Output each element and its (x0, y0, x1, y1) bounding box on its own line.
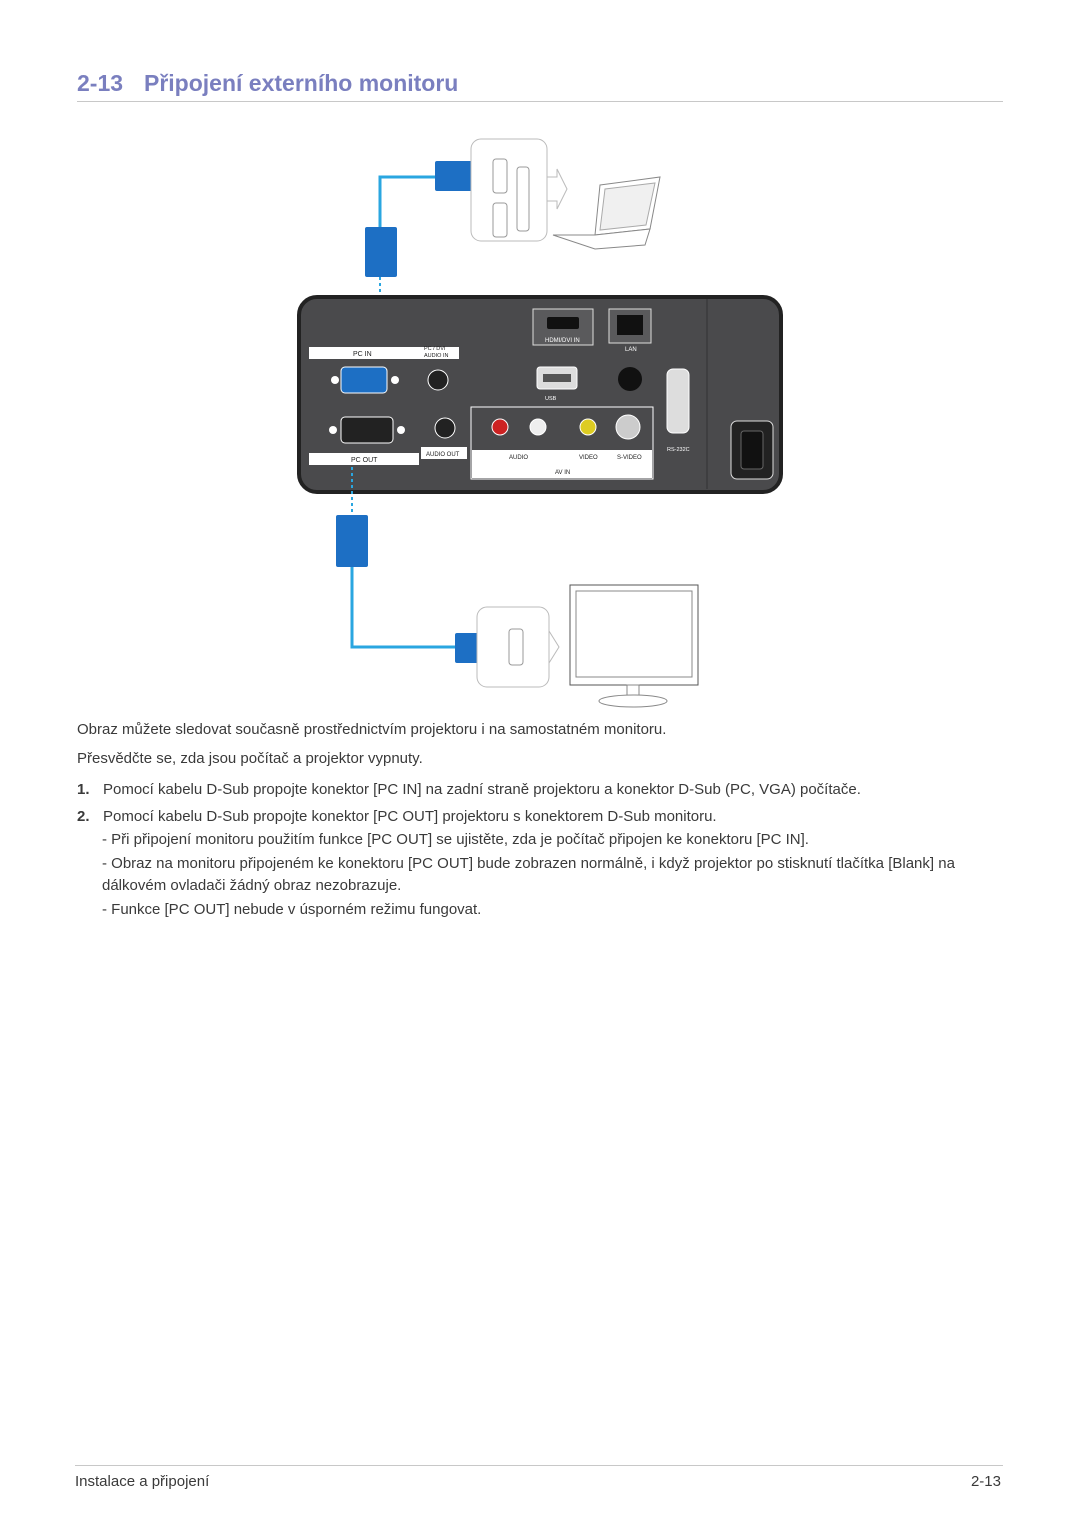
step-number: 1. (77, 781, 90, 798)
footer-divider (75, 1465, 1003, 1466)
s-video-label: S-VIDEO (617, 455, 642, 461)
vga-plug-pc-out (336, 515, 368, 567)
pc-out-port (340, 416, 394, 444)
note-2: - Obraz na monitoru připojeném ke konekt… (102, 855, 955, 894)
section-number: 2-13 (77, 70, 124, 96)
pc-in-port (340, 366, 388, 394)
monitor-port-box (476, 606, 560, 688)
monitor-icon (569, 584, 699, 708)
connection-diagram: PC IN PC / DVI AUDIO IN HDMI/DVI IN LAN … (295, 137, 785, 711)
section-heading: 2-13 Připojení externího monitoru (77, 68, 1003, 102)
intro-paragraph-1: Obraz můžete sledovat současně prostředn… (77, 721, 667, 738)
section-title: Připojení externího monitoru (144, 70, 459, 96)
audio-label: AUDIO (509, 455, 528, 461)
rs232c-label: RS-232C (667, 447, 690, 453)
power-jack (618, 367, 642, 391)
pc-out-label: PC OUT (351, 457, 378, 464)
bottom-cable (336, 467, 495, 663)
step-text: Pomocí kabelu D-Sub propojte konektor [P… (103, 808, 717, 825)
rs232c-port (666, 368, 690, 434)
step-number: 2. (77, 808, 90, 825)
note-3: - Funkce [PC OUT] nebude v úsporném reži… (102, 901, 482, 918)
audio-out-port (434, 417, 456, 439)
lan-label: LAN (625, 347, 637, 353)
note-1: - Při připojení monitoru použitím funkce… (102, 831, 809, 848)
step-text: Pomocí kabelu D-Sub propojte konektor [P… (103, 781, 861, 798)
audio-out-label: AUDIO OUT (426, 452, 460, 458)
intro-paragraph-2: Přesvědčte se, zda jsou počítač a projek… (77, 750, 423, 767)
footer-chapter: Instalace a připojení (75, 1473, 210, 1490)
pc-in-label: PC IN (353, 351, 372, 358)
pc-dvi-label: PC / DVI (424, 346, 446, 352)
av-in-label: AV IN (555, 470, 570, 476)
laptop-icon (552, 176, 661, 250)
audio-in-port (427, 369, 449, 391)
footer-page-number: 2-13 (970, 1473, 1001, 1490)
pc-port-box (470, 138, 568, 242)
hdmi-label: HDMI/DVI IN (545, 338, 580, 344)
video-label: VIDEO (579, 455, 598, 461)
usb-label: USB (545, 396, 557, 402)
vga-plug-pc-in (365, 227, 397, 277)
projector-panel: PC IN PC / DVI AUDIO IN HDMI/DVI IN LAN … (297, 295, 783, 494)
audio-in-label: AUDIO IN (424, 353, 448, 359)
